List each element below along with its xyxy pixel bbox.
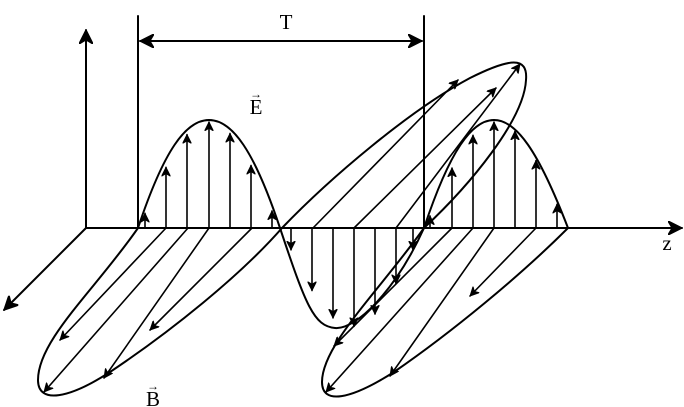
electric-field-curve <box>137 119 569 330</box>
period-label: T <box>280 10 293 34</box>
electric-field-vectors <box>145 121 557 328</box>
z-axis-label: z <box>662 231 671 255</box>
magnetic-field-vector <box>389 227 495 376</box>
magnetic-field-lobe-2 <box>281 61 528 229</box>
electric-field-wave <box>137 119 569 330</box>
magnetic-field-wave <box>37 61 569 398</box>
magnetic-field-vector <box>312 79 459 229</box>
magnetic-field-vector <box>353 87 497 229</box>
magnetic-field-vector <box>333 227 453 347</box>
electric-field-label: E <box>250 95 263 119</box>
magnetic-field-vector <box>43 227 189 393</box>
magnetic-field-vectors <box>43 64 537 393</box>
axes <box>4 29 683 310</box>
magnetic-field-vector <box>395 64 521 229</box>
period-dimension <box>137 15 425 229</box>
horizontal-axis-arrow <box>4 227 87 310</box>
magnetic-field-vector <box>469 227 537 297</box>
magnetic-field-lobe-3 <box>321 227 569 398</box>
magnetic-field-vector <box>149 227 253 331</box>
magnetic-field-lobe-1 <box>37 227 283 397</box>
magnetic-field-vector <box>325 227 474 393</box>
magnetic-field-label: B <box>146 387 160 407</box>
electric-field-vector-mark: → <box>250 87 262 101</box>
magnetic-field-vector-mark: → <box>147 379 159 393</box>
magnetic-field-vector <box>59 227 167 341</box>
magnetic-field-vector <box>103 227 210 378</box>
